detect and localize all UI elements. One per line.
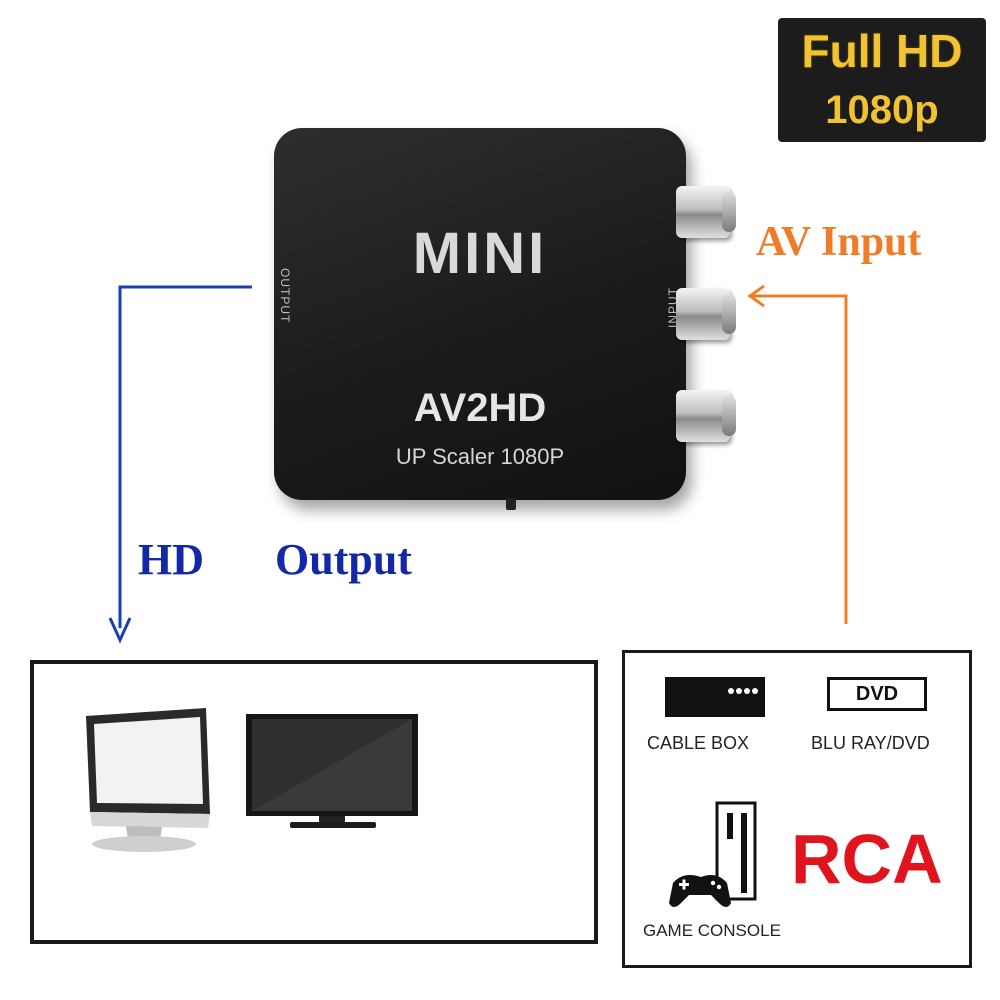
blu-ray-label: BLU RAY/DVD bbox=[811, 733, 930, 753]
tv-icon bbox=[246, 714, 418, 828]
rca-jack-top bbox=[676, 186, 736, 238]
device-brand: MINI bbox=[412, 221, 548, 286]
dvd-icon: DVD bbox=[827, 677, 927, 711]
displays-illustration bbox=[86, 708, 418, 852]
hd-output-arrowhead bbox=[108, 617, 132, 644]
cable-box-icon bbox=[665, 677, 765, 717]
device-switch bbox=[506, 498, 516, 510]
av-input-label: AV Input bbox=[756, 219, 922, 265]
hd-output-label: HD Output bbox=[138, 535, 412, 584]
monitor-icon bbox=[86, 708, 210, 852]
hd-output-arrow bbox=[118, 285, 252, 628]
av2hd-converter: MINI OUTPUT INPUT AV2HD UP Scaler 1080P bbox=[274, 128, 686, 510]
device-model: AV2HD bbox=[413, 386, 547, 430]
game-console-icon bbox=[669, 801, 757, 907]
badge-resolution: 1080p bbox=[825, 88, 939, 132]
rca-label: RCA bbox=[791, 820, 943, 898]
rca-jack-bottom bbox=[676, 390, 736, 442]
output-port-label: OUTPUT bbox=[278, 268, 292, 324]
cable-box-label: CABLE BOX bbox=[647, 733, 750, 753]
av-input-arrow bbox=[752, 294, 848, 624]
full-hd-badge: Full HD 1080p bbox=[778, 18, 986, 142]
badge-title: Full HD bbox=[801, 25, 963, 77]
display-devices-box bbox=[30, 660, 598, 944]
game-console-label: GAME CONSOLE bbox=[643, 921, 781, 940]
source-devices-box: CABLE BOX DVD BLU RAY/DVD GAME CONSOLE R… bbox=[622, 650, 972, 968]
rca-jack-middle bbox=[676, 288, 736, 340]
device-subtitle: UP Scaler 1080P bbox=[395, 444, 565, 469]
av-input-arrowhead bbox=[747, 284, 765, 308]
